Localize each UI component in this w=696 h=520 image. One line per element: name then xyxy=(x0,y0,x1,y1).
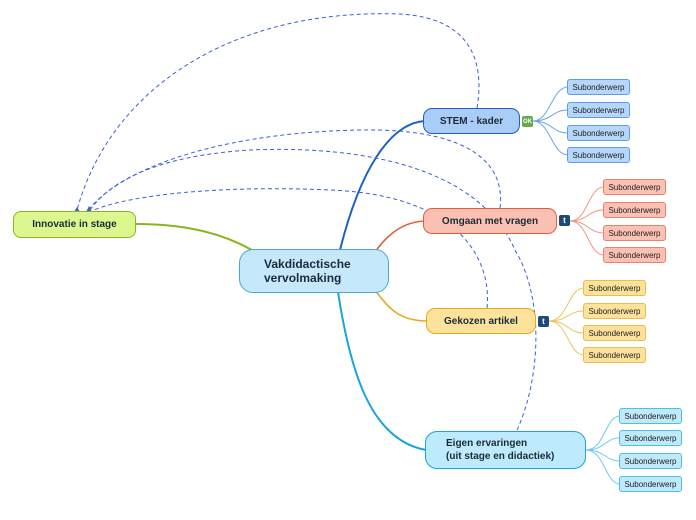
text-note-icon[interactable]: t xyxy=(559,215,570,226)
topic-stem-kader[interactable]: STEM - kader xyxy=(423,108,520,134)
topic-artikel-label: Gekozen artikel xyxy=(444,315,518,327)
topic-omgaan-met-vragen[interactable]: Omgaan met vragen xyxy=(423,208,557,234)
topic-innovatie-label: Innovatie in stage xyxy=(32,219,117,230)
subtopic-artikel-3[interactable]: Subonderwerp xyxy=(583,325,646,341)
relationship-arrowheads xyxy=(74,206,92,212)
subtopic-stem-4[interactable]: Subonderwerp xyxy=(567,147,630,163)
subtopic-ervaringen-3[interactable]: Subonderwerp xyxy=(619,453,682,469)
ervaringen-subtopic-connectors xyxy=(585,415,621,485)
branch-line-stem xyxy=(339,120,426,251)
text-note-icon[interactable]: t xyxy=(538,316,549,327)
topic-gekozen-artikel[interactable]: Gekozen artikel xyxy=(426,308,536,334)
subtopic-ervaringen-1[interactable]: Subonderwerp xyxy=(619,408,682,424)
vragen-subtopic-connectors xyxy=(569,186,605,256)
subtopic-artikel-4[interactable]: Subonderwerp xyxy=(583,347,646,363)
subtopic-stem-1[interactable]: Subonderwerp xyxy=(567,79,630,95)
stem-subtopic-connectors xyxy=(532,86,569,156)
artikel-subtopic-connectors xyxy=(548,287,585,356)
topic-innovatie-in-stage[interactable]: Innovatie in stage xyxy=(13,211,136,238)
topic-stem-label: STEM - kader xyxy=(439,115,504,127)
subtopic-ervaringen-4[interactable]: Subonderwerp xyxy=(619,476,682,492)
branch-line-innovatie xyxy=(135,223,253,251)
subtopic-ervaringen-2[interactable]: Subonderwerp xyxy=(619,430,682,446)
subtopic-vragen-1[interactable]: Subonderwerp xyxy=(603,179,666,195)
central-topic[interactable]: Vakdidactische vervolmaking xyxy=(239,249,389,293)
subtopic-artikel-1[interactable]: Subonderwerp xyxy=(583,280,646,296)
topic-vragen-label: Omgaan met vragen xyxy=(441,215,539,227)
subtopic-vragen-2[interactable]: Subonderwerp xyxy=(603,202,666,218)
branch-line-artikel xyxy=(374,289,429,322)
branch-line-vragen xyxy=(374,220,426,253)
topic-ervaringen-line1: Eigen ervaringen xyxy=(446,438,528,449)
subtopic-stem-3[interactable]: Subonderwerp xyxy=(567,125,630,141)
branch-line-ervaringen xyxy=(337,291,427,451)
subtopic-vragen-4[interactable]: Subonderwerp xyxy=(603,247,666,263)
central-topic-line2: vervolmaking xyxy=(264,271,342,285)
topic-ervaringen-line2: (uit stage en didactiek) xyxy=(446,451,555,462)
topic-eigen-ervaringen[interactable]: Eigen ervaringen (uit stage en didactiek… xyxy=(425,431,586,469)
subtopic-vragen-3[interactable]: Subonderwerp xyxy=(603,225,666,241)
relationship-lines xyxy=(76,13,537,431)
subtopic-artikel-2[interactable]: Subonderwerp xyxy=(583,303,646,319)
central-topic-line1: Vakdidactische xyxy=(264,257,351,271)
subtopic-stem-2[interactable]: Subonderwerp xyxy=(567,102,630,118)
ok-badge-icon[interactable]: OK xyxy=(522,116,533,127)
